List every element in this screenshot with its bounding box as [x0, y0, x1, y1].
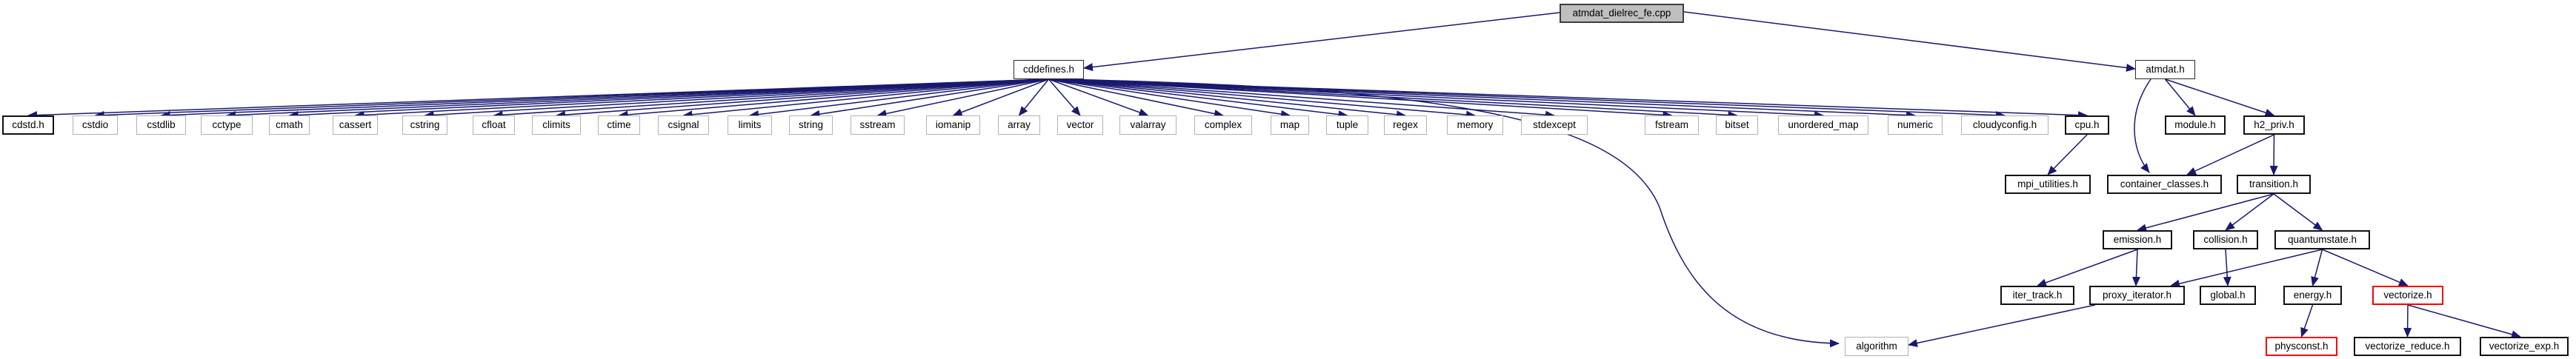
graph-node-stdexcept: stdexcept: [1521, 115, 1588, 135]
edge-energy-physconst: [2300, 304, 2314, 338]
graph-node-h2_priv[interactable]: h2_priv.h: [2243, 115, 2305, 135]
edge-transition-emission: [2137, 193, 2274, 232]
edge-quantumstate-proxy_iterator: [2170, 249, 2323, 288]
edge-cddefines-cpu: [1048, 78, 2088, 120]
graph-node-vectorize[interactable]: vectorize.h: [2372, 286, 2443, 305]
edge-cddefines-string: [810, 78, 1049, 118]
graph-node-ctime: ctime: [598, 115, 640, 135]
graph-node-map: map: [1271, 115, 1309, 135]
graph-node-complex: complex: [1194, 115, 1252, 135]
edge-cddefines-cassert: [354, 78, 1049, 119]
edge-cpu-mpi_utilities: [2047, 134, 2088, 175]
edge-root-atmdat: [1683, 11, 2136, 72]
graph-node-quantumstate[interactable]: quantumstate.h: [2274, 230, 2370, 249]
edge-atmdat-module: [2164, 78, 2196, 116]
edge-cddefines-fstream: [1048, 78, 1673, 119]
edge-cddefines-regex: [1048, 78, 1406, 119]
graph-node-cassert: cassert: [333, 115, 378, 135]
graph-node-cfloat: cfloat: [473, 115, 515, 135]
graph-node-bitset: bitset: [1716, 115, 1758, 135]
graph-node-module[interactable]: module.h: [2165, 115, 2226, 135]
graph-node-container_classes[interactable]: container_classes.h: [2107, 175, 2222, 194]
edge-cddefines-unordered_map: [1048, 78, 1824, 119]
edge-transition-quantumstate: [2273, 193, 2323, 231]
edge-cddefines-cmath: [288, 78, 1049, 119]
edge-cddefines-array: [1018, 78, 1050, 116]
graph-node-cmath: cmath: [269, 115, 310, 135]
graph-node-climits: climits: [532, 115, 581, 135]
edge-h2_priv-container_classes: [2186, 134, 2274, 175]
edge-cddefines-algorithm: [1057, 78, 1840, 348]
edge-emission-iter_track: [2037, 249, 2138, 287]
graph-node-cctype: cctype: [201, 115, 253, 135]
graph-node-unordered_map: unordered_map: [1778, 115, 1868, 135]
edge-cddefines-vector: [1048, 78, 1081, 116]
edge-cddefines-memory: [1048, 78, 1476, 119]
graph-node-mpi_utilities[interactable]: mpi_utilities.h: [2005, 175, 2091, 194]
graph-node-algorithm: algorithm: [1845, 337, 1908, 356]
graph-node-global[interactable]: global.h: [2200, 286, 2256, 305]
edge-cddefines-valarray: [1048, 78, 1149, 117]
edge-proxy_iterator-algorithm: [1908, 304, 2096, 347]
edge-vectorize-vectorize_exp: [2407, 304, 2521, 339]
graph-node-proxy_iterator[interactable]: proxy_iterator.h: [2089, 286, 2185, 305]
graph-node-vectorize_exp[interactable]: vectorize_exp.h: [2480, 337, 2569, 356]
edge-cddefines-iomanip: [952, 78, 1049, 116]
graph-node-cddefines[interactable]: cddefines.h: [1014, 60, 1084, 79]
graph-node-transition[interactable]: transition.h: [2237, 175, 2311, 194]
graph-node-emission[interactable]: emission.h: [2103, 230, 2172, 249]
graph-node-cstdio: cstdio: [73, 115, 118, 135]
graph-node-regex: regex: [1384, 115, 1427, 135]
edge-collision-global: [2223, 249, 2231, 286]
edge-cddefines-cfloat: [493, 78, 1049, 119]
graph-node-memory: memory: [1447, 115, 1503, 135]
edge-cddefines-climits: [556, 78, 1049, 119]
graph-node-cpu[interactable]: cpu.h: [2065, 115, 2109, 135]
graph-node-physconst[interactable]: physconst.h: [2266, 337, 2337, 356]
graph-node-vectorize_reduce[interactable]: vectorize_reduce.h: [2354, 337, 2461, 356]
graph-node-cstring: cstring: [402, 115, 447, 135]
edge-emission-proxy_iterator: [2131, 249, 2140, 286]
graph-node-collision[interactable]: collision.h: [2193, 230, 2258, 249]
edge-transition-collision: [2225, 193, 2274, 231]
graph-node-array: array: [998, 115, 1040, 135]
graph-node-vector: vector: [1057, 115, 1103, 135]
graph-node-energy[interactable]: energy.h: [2283, 286, 2342, 305]
edge-cddefines-ctime: [618, 78, 1049, 119]
edge-cddefines-numeric: [1048, 78, 1916, 119]
edge-root-cddefines: [1083, 12, 1560, 72]
edge-cddefines-map: [1048, 78, 1291, 118]
graph-node-csignal: csignal: [658, 115, 709, 135]
graph-node-valarray: valarray: [1119, 115, 1176, 135]
edge-atmdat-container_classes: [2134, 78, 2151, 173]
graph-node-cdstd[interactable]: cdstd.h: [2, 115, 54, 135]
edge-cddefines-sstream: [876, 78, 1049, 118]
edge-quantumstate-energy: [2311, 249, 2323, 286]
edge-atmdat-h2_priv: [2165, 78, 2275, 117]
edge-cddefines-csignal: [682, 78, 1049, 119]
graph-node-iomanip: iomanip: [926, 115, 980, 135]
edge-vectorize-vectorize_reduce: [2403, 304, 2412, 338]
graph-node-numeric: numeric: [1888, 115, 1943, 135]
graph-node-string: string: [789, 115, 833, 135]
edge-cddefines-tuple: [1048, 78, 1348, 119]
graph-node-iter_track[interactable]: iter_track.h: [2000, 286, 2074, 305]
graph-node-fstream: fstream: [1645, 115, 1699, 135]
edge-cddefines-complex: [1048, 78, 1224, 118]
graph-node-cloudyconfig: cloudyconfig.h: [1961, 115, 2049, 135]
edge-quantumstate-vectorize: [2322, 249, 2409, 286]
graph-node-cstdlib: cstdlib: [136, 115, 186, 135]
graph-node-sstream: sstream: [851, 115, 905, 135]
graph-node-atmdat[interactable]: atmdat.h: [2135, 60, 2195, 79]
edge-cddefines-bitset: [1048, 78, 1738, 119]
graph-node-tuple: tuple: [1326, 115, 1368, 135]
graph-node-limits: limits: [728, 115, 772, 135]
edge-cddefines-limits: [749, 78, 1049, 119]
edge-cddefines-cstring: [424, 78, 1049, 119]
graph-root-node-root: atmdat_dielrec_fe.cpp: [1560, 4, 1684, 23]
